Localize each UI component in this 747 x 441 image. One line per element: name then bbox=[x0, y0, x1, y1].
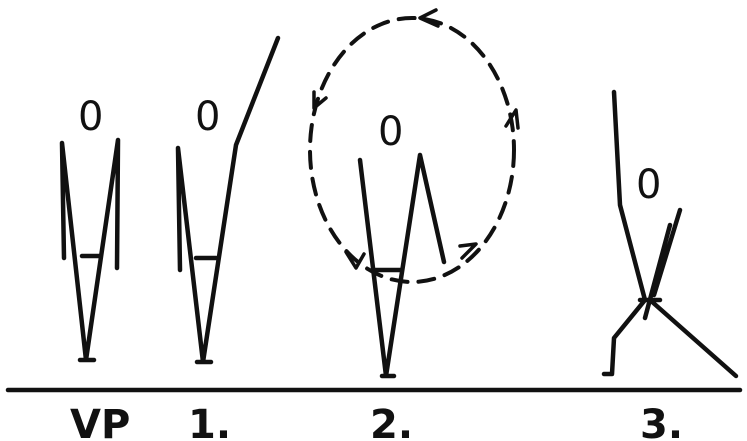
figure-step-1-head: 0 bbox=[195, 94, 220, 140]
figure-step-2-caption: 2. bbox=[370, 402, 413, 441]
figure-step-3-body bbox=[601, 89, 739, 379]
figure-step-2: 0 2. bbox=[308, 8, 520, 441]
figure-step-3-caption: 3. bbox=[640, 402, 683, 441]
figure-step-1-caption: 1. bbox=[188, 402, 231, 441]
arrow-head-bottom-right bbox=[458, 242, 478, 260]
figure-step-3: 0 3. bbox=[601, 89, 739, 441]
figure-step-2-head: 0 bbox=[378, 109, 403, 155]
arrow-head-bottom-left bbox=[344, 250, 366, 270]
figure-vp-body bbox=[59, 137, 121, 363]
figure-vp: 0 VP bbox=[59, 94, 130, 441]
arrow-head-right bbox=[504, 108, 520, 130]
arrow-head-top bbox=[418, 8, 440, 28]
figure-step-1-body bbox=[175, 35, 281, 365]
rotation-circle-dashed bbox=[308, 16, 516, 284]
figure-vp-caption: VP bbox=[70, 402, 130, 441]
figure-step-1: 0 1. bbox=[175, 35, 281, 441]
arrow-head-left bbox=[312, 90, 328, 110]
figure-step-3-head: 0 bbox=[636, 162, 661, 208]
figure-vp-head: 0 bbox=[78, 94, 103, 140]
figure-step-2-body bbox=[357, 152, 447, 379]
